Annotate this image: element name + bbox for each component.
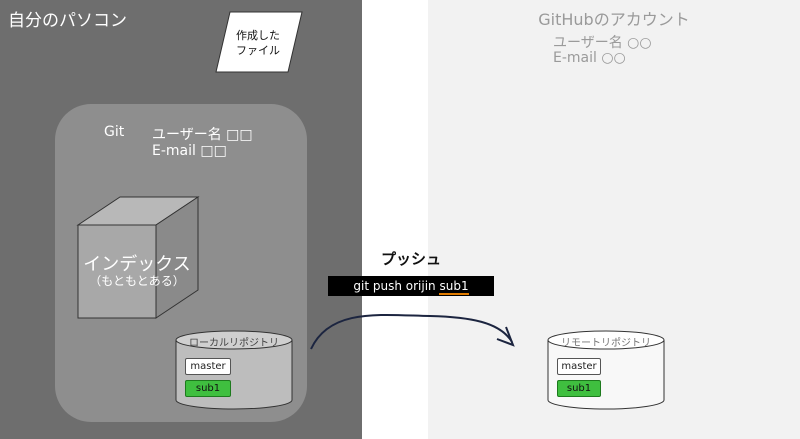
github-username: ユーザー名 ○○ xyxy=(553,35,652,51)
local-branch-sub1: sub1 xyxy=(185,380,231,397)
local-branch-master: master xyxy=(185,358,231,375)
git-username: ユーザー名 □□ xyxy=(152,127,253,143)
push-title: プッシュ xyxy=(380,250,441,268)
git-email: E-mail □□ xyxy=(152,143,227,159)
git-label: Git xyxy=(104,124,125,140)
file-note-shape xyxy=(215,11,303,73)
file-note-label: 作成した ファイル xyxy=(236,29,280,57)
github-email: E-mail ○○ xyxy=(553,50,626,66)
remote-branch-master: master xyxy=(557,358,601,375)
index-cube xyxy=(76,196,200,319)
index-sublabel: （もともとある） xyxy=(89,274,185,288)
push-arrow xyxy=(310,313,515,350)
push-command-branch: sub1 xyxy=(439,279,469,295)
github-account-title: GitHubのアカウント xyxy=(538,10,690,29)
push-command-text: git push orijin xyxy=(353,279,440,293)
push-command: git push orijin sub1 xyxy=(328,276,494,296)
index-label: インデックス xyxy=(83,254,191,275)
remote-repo-label: リモートリポジトリ xyxy=(561,338,651,349)
remote-branch-sub1: sub1 xyxy=(557,380,601,397)
local-computer-title: 自分のパソコン xyxy=(8,11,127,31)
local-repo-label: ローカルリポジトリ xyxy=(189,338,279,349)
